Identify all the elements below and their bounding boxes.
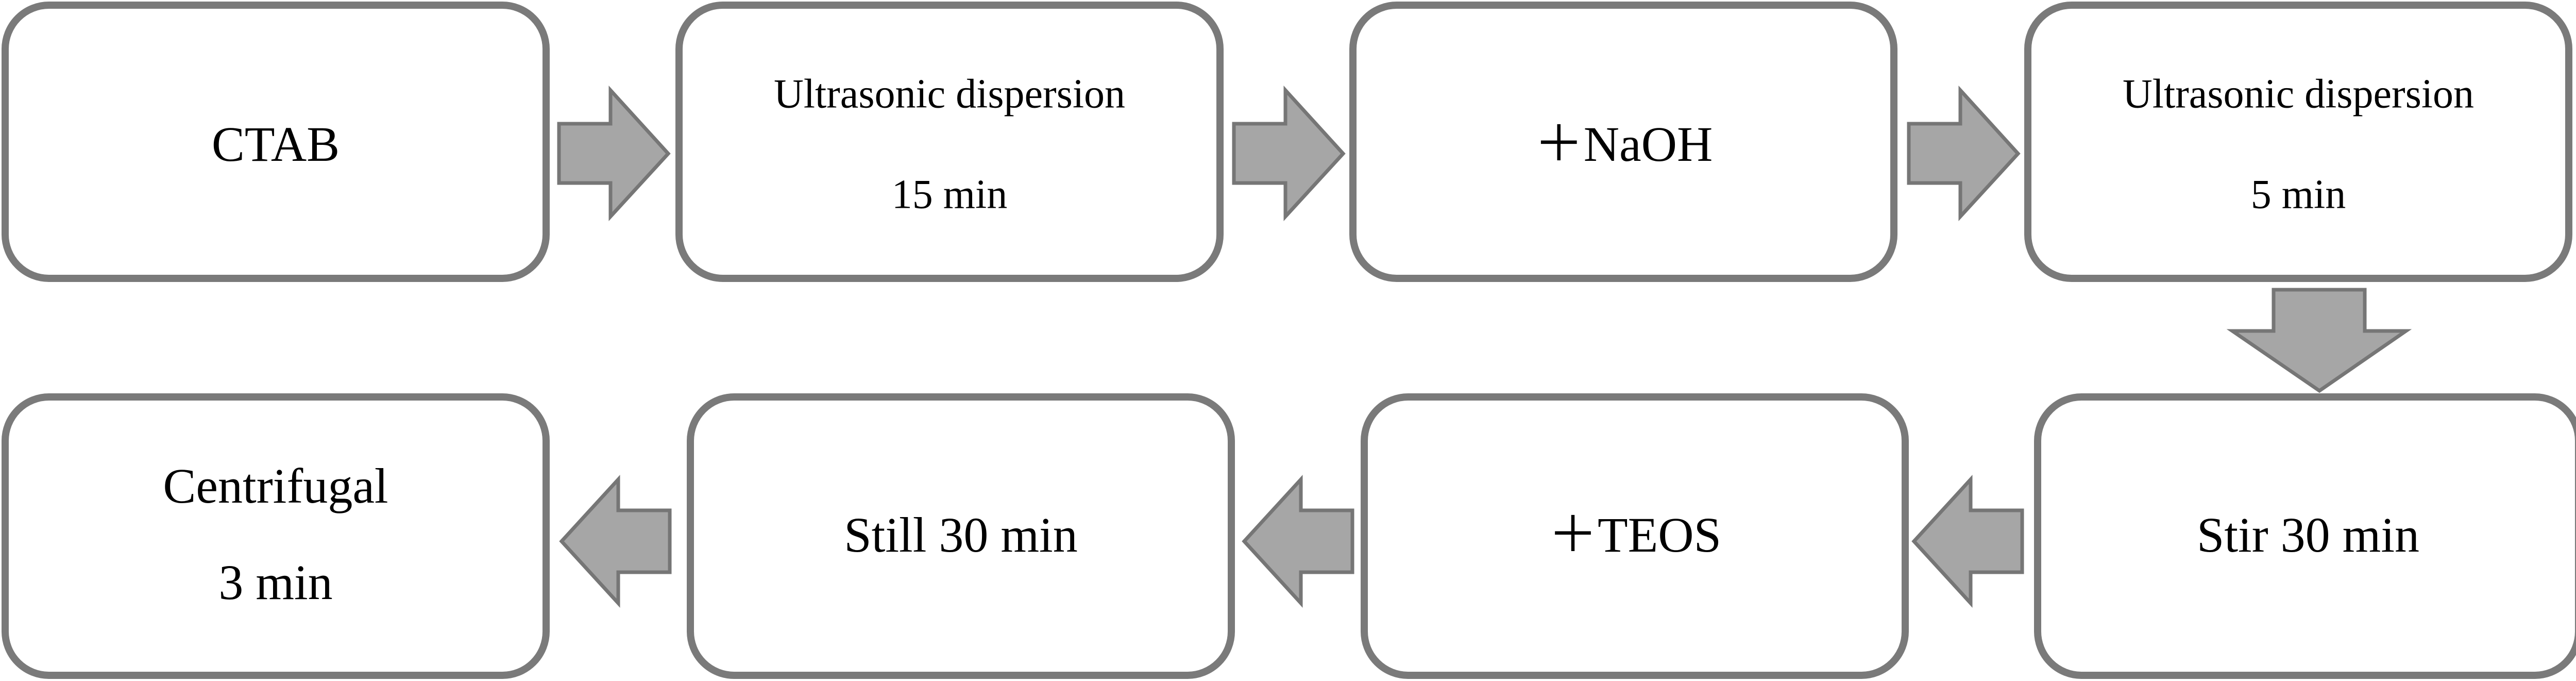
step-label-line-1: Centrifugal: [163, 458, 388, 513]
step-naoh: ＋NaOH: [1349, 2, 1897, 282]
step-label: Still 30 min: [844, 507, 1077, 562]
arrow-right-icon: [1907, 85, 2021, 221]
step-label-line-2: 3 min: [218, 555, 332, 610]
arrow-left-icon: [1242, 475, 1354, 608]
step-box: [2024, 2, 2572, 282]
step-label: ＋TEOS: [1548, 507, 1721, 562]
arrow-right-icon: [557, 85, 671, 221]
step-label: CTAB: [212, 117, 340, 172]
step-still: Still 30 min: [687, 393, 1235, 679]
arrow-left-icon: [559, 475, 672, 608]
step-label-line-2: 15 min: [892, 172, 1007, 217]
arrow-right-icon: [1232, 85, 1346, 221]
step-ultrasonic-5: Ultrasonic dispersion 5 min: [2024, 2, 2572, 282]
step-ultrasonic-15: Ultrasonic dispersion 15 min: [675, 2, 1224, 282]
step-box: [1361, 393, 1909, 679]
step-box: [675, 2, 1224, 282]
step-teos: ＋TEOS: [1361, 393, 1909, 679]
step-label: ＋NaOH: [1534, 117, 1713, 172]
step-label-line-1: Ultrasonic dispersion: [774, 71, 1125, 117]
step-stir: Stir 30 min: [2034, 393, 2576, 679]
step-box: [2034, 393, 2576, 679]
step-ctab: CTAB: [2, 2, 550, 282]
step-label: Stir 30 min: [2197, 507, 2419, 562]
arrow-down-icon: [2226, 288, 2412, 393]
step-box: [1349, 2, 1897, 282]
step-box: [2, 393, 550, 679]
step-label-line-1: Ultrasonic dispersion: [2123, 71, 2474, 117]
step-centrifugal: Centrifugal 3 min: [2, 393, 550, 679]
step-box: [2, 2, 550, 282]
step-box: [687, 393, 1235, 679]
step-label-line-2: 5 min: [2251, 172, 2346, 217]
arrow-left-icon: [1911, 475, 2024, 608]
